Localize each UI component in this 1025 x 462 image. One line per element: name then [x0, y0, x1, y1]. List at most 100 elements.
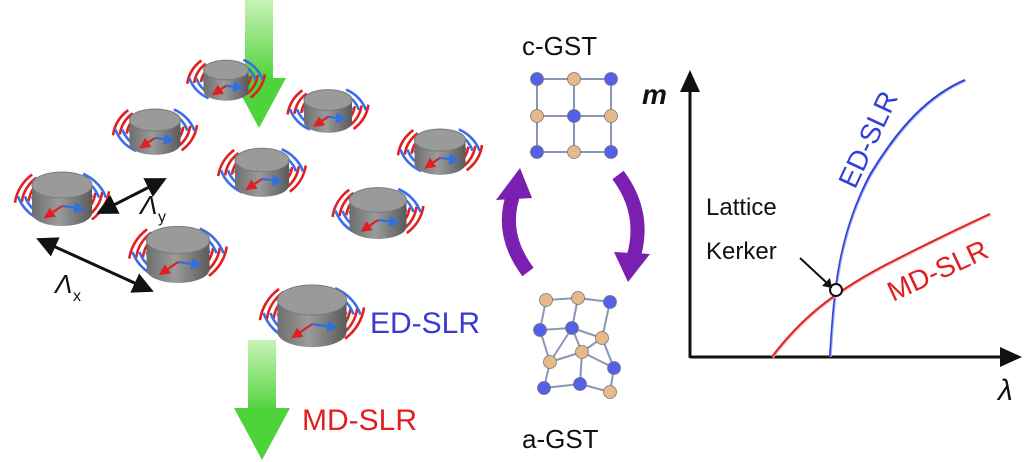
electric-dipole-arrow — [439, 153, 461, 165]
ed-emission-arc — [397, 187, 422, 213]
nanodisk-top — [31, 171, 93, 199]
ed-slr-curve — [828, 78, 966, 358]
nanodisk-top — [146, 225, 210, 255]
array-ed-slr-label: ED-SLR — [370, 307, 480, 340]
electric-dipole-arrow — [261, 174, 284, 186]
lattice-kerker-label-line1: Lattice — [706, 194, 777, 221]
lambda-x-symbol: Λ — [53, 269, 72, 299]
magnetic-dipole-arrow — [360, 219, 379, 232]
nanodisk — [303, 89, 353, 133]
nanodisk — [277, 284, 347, 348]
atom-tan — [539, 293, 553, 307]
plot-md-slr-label: MD-SLR — [882, 234, 992, 307]
md-emission-arc — [258, 287, 280, 321]
md-emission-arc — [223, 152, 240, 176]
amorphous-gst-lattice — [533, 291, 621, 399]
amorphize-arrow — [612, 170, 650, 282]
md-emission-arc — [344, 307, 366, 340]
nanodisk — [414, 128, 466, 175]
atom-tan — [567, 72, 581, 86]
nanodisk-lattice — [13, 58, 484, 348]
md-emission-arc — [192, 62, 207, 84]
ed-emission-arc — [345, 88, 368, 111]
ed-emission-arc — [188, 77, 210, 100]
atom-tan — [567, 145, 581, 159]
md-emission-arc — [13, 173, 33, 203]
md-emission-arc — [286, 89, 304, 115]
lattice-constant-x-arrow — [36, 237, 154, 293]
md-emission-arc — [352, 104, 370, 130]
md-emission-arc — [118, 112, 134, 135]
lattice-kerker-point — [829, 283, 843, 297]
md-emission-arc — [186, 59, 203, 84]
nanodisk-top — [303, 89, 353, 111]
electric-dipole-arrow — [377, 215, 401, 227]
transmitted-beam-bottom — [234, 340, 290, 460]
md-emission-arc — [293, 92, 308, 114]
atom-blue — [573, 377, 587, 391]
nanodisk — [349, 187, 407, 239]
y-axis-label: m — [642, 79, 667, 110]
nanodisk — [203, 59, 249, 101]
nanodisk-top — [203, 59, 249, 81]
atom-blue — [604, 145, 618, 159]
nanodisk — [31, 171, 93, 226]
nanodisk-top — [349, 187, 407, 213]
atom-tan — [604, 109, 618, 123]
md-emission-arc — [111, 109, 130, 136]
y-axis-arrowhead — [680, 70, 700, 92]
ed-emission-arc — [173, 108, 196, 132]
atom-tan — [595, 331, 609, 345]
md-emission-arc — [288, 165, 307, 193]
md-emission-arc — [405, 205, 425, 235]
magnetic-dipole-arrow — [43, 205, 63, 219]
lambda-x-subscript: x — [73, 288, 81, 305]
ed-emission-arc — [458, 128, 481, 152]
ed-emission-arc — [288, 108, 311, 131]
atom-tan — [530, 109, 544, 123]
md-slr-curve — [771, 213, 991, 358]
atom-tan — [603, 385, 617, 399]
atom-blue — [537, 381, 551, 395]
electric-dipole-arrow — [327, 112, 347, 124]
magnetic-dipole-arrow — [245, 177, 263, 191]
md-emission-arc — [465, 144, 484, 172]
atom-blue — [530, 145, 544, 159]
atom-blue — [533, 323, 547, 337]
md-emission-arc — [338, 191, 355, 217]
nanodisk-top — [277, 284, 347, 316]
md-emission-arc — [180, 124, 199, 152]
c-gst-label: c-GST — [522, 31, 597, 61]
electric-dipole-arrow — [177, 258, 203, 270]
electric-dipole-arrow — [61, 202, 86, 214]
atom-blue — [565, 321, 579, 335]
atom-blue — [607, 361, 621, 375]
nanodisk-top — [129, 108, 181, 132]
atom-blue — [604, 72, 618, 86]
x-axis-label: λ — [996, 374, 1013, 407]
atom-blue — [530, 72, 544, 86]
a-gst-label: a-GST — [522, 424, 599, 454]
atom-blue — [567, 109, 581, 123]
md-emission-arc — [249, 74, 266, 99]
electric-dipole-arrow — [311, 320, 339, 332]
md-emission-arc — [396, 129, 415, 156]
dispersion-plot: m λ Lattice Kerker ED-SLR MD-SLR — [642, 70, 1022, 407]
magnetic-dipole-arrow — [291, 323, 313, 339]
nanodisk-top — [414, 128, 466, 152]
crystalline-gst-lattice — [530, 72, 618, 159]
atom-blue — [603, 295, 617, 309]
electric-dipole-arrow — [225, 81, 244, 93]
md-emission-arc — [403, 132, 419, 155]
ed-emission-arc — [242, 58, 264, 81]
lattice-kerker-label-line2: Kerker — [706, 238, 777, 265]
lattice-kerker-pointer — [799, 257, 829, 285]
nanodisk — [234, 147, 290, 197]
ed-emission-arc — [281, 148, 305, 172]
electric-dipole-arrow — [154, 133, 176, 145]
magnetic-dipole-arrow — [312, 115, 329, 127]
atom-tan — [575, 345, 589, 359]
md-emission-arc — [208, 246, 228, 277]
nanodisk — [146, 225, 210, 284]
